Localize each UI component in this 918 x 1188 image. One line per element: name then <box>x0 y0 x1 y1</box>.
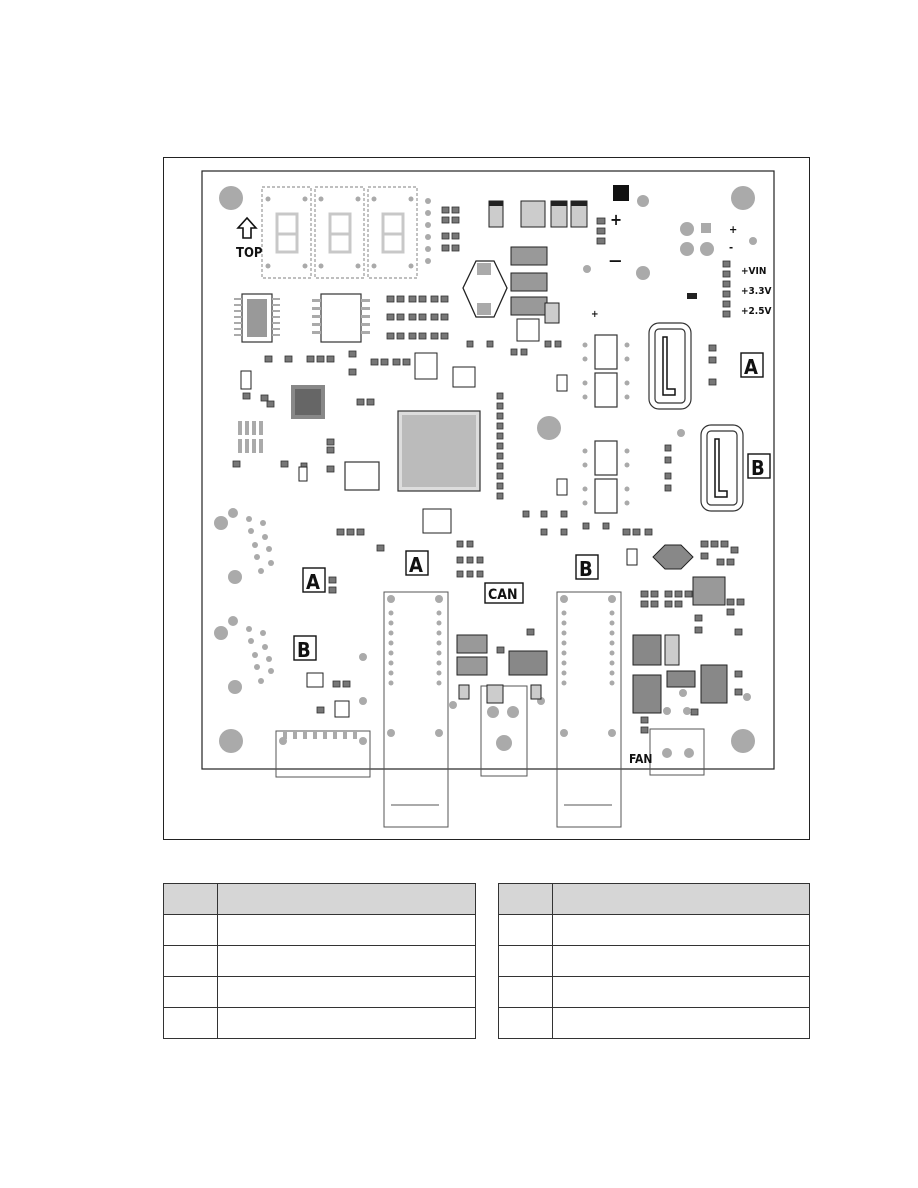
port-b-label-center: B <box>579 557 593 581</box>
small-plus: + <box>729 223 737 236</box>
v33-label: +3.3V <box>741 286 771 297</box>
fan-label: FAN <box>629 752 652 766</box>
table-row <box>498 976 810 1008</box>
port-b-label-right: B <box>751 456 765 480</box>
legend-table-left <box>163 883 476 1039</box>
pcb-outline <box>201 170 775 770</box>
ic-pins-left <box>234 298 370 453</box>
power-components-lower <box>306 544 728 718</box>
rj45-jacks <box>275 591 705 828</box>
port-a-label-center: A <box>409 553 423 577</box>
table-row <box>163 1007 476 1039</box>
table-row <box>498 914 810 946</box>
small-ics <box>240 352 638 566</box>
table-header-row <box>498 883 810 915</box>
mounting-holes <box>219 186 755 753</box>
port-pins <box>582 342 685 506</box>
plus-mark-lower: + <box>591 309 599 320</box>
can-label: CAN <box>488 587 518 603</box>
header-cell <box>163 883 218 915</box>
port-b-label-left: B <box>297 638 311 662</box>
top-label: TOP <box>236 246 263 261</box>
seven-segment-displays <box>261 186 418 279</box>
power-section <box>462 185 757 342</box>
header-cell <box>217 883 476 915</box>
port-letter-frames <box>293 352 771 661</box>
left-connector-pins <box>214 508 274 694</box>
port-a-label-right: A <box>744 355 758 379</box>
v25-label: +2.5V <box>741 306 771 317</box>
table-header-row <box>163 883 476 915</box>
port-a-label-left: A <box>306 570 320 594</box>
ic-packages-left <box>241 293 380 491</box>
polarity-plus: + <box>610 210 622 229</box>
table-row <box>498 1007 810 1039</box>
passive-components <box>232 206 745 734</box>
legend-table-right <box>498 883 810 1039</box>
table-row <box>498 945 810 977</box>
port-modules <box>594 322 744 514</box>
header-cell <box>552 883 810 915</box>
small-minus: - <box>729 241 733 254</box>
polarity-minus: — <box>609 253 622 269</box>
table-row <box>163 945 476 977</box>
table-row <box>163 914 476 946</box>
board-figure: TOP <box>163 157 810 840</box>
table-row <box>163 976 476 1008</box>
vin-label: +VIN <box>741 266 766 277</box>
arrow-up-outline-icon <box>236 216 258 239</box>
header-cell <box>498 883 553 915</box>
rj45-pins <box>279 595 751 758</box>
